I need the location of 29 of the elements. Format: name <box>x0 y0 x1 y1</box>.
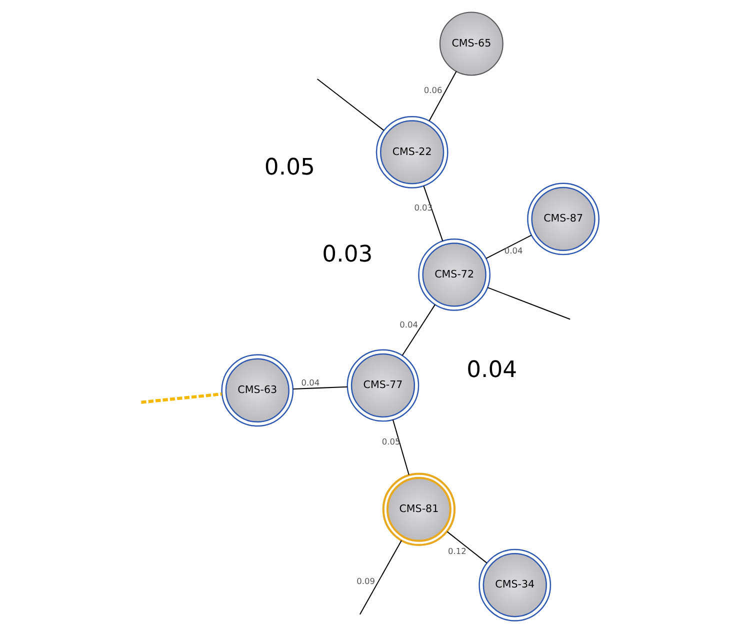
connector <box>140 392 222 404</box>
connector <box>422 186 443 242</box>
edge-label: 0.12 <box>448 546 466 556</box>
edge-label: 0.04 <box>504 245 522 256</box>
connector <box>292 386 347 390</box>
edge-label: 0.05 <box>381 436 400 447</box>
edge-label: 0.04 <box>300 377 320 388</box>
node-circle: CMS-72 <box>418 238 490 311</box>
label: 0.05 <box>264 154 314 181</box>
node-circle: CMS-22 <box>375 116 448 188</box>
connector <box>485 234 531 259</box>
label: 0.03 <box>322 241 372 268</box>
node-circle: CMS-81 <box>382 472 456 546</box>
edge-label: 0.04 <box>399 319 418 330</box>
node-circle: CMS-63 <box>220 354 294 427</box>
connector <box>446 531 487 564</box>
edge-label: 0.06 <box>423 85 442 96</box>
connector <box>487 287 570 320</box>
node-circle: CMS-77 <box>346 349 419 422</box>
node-circle: CMS-34 <box>478 548 551 622</box>
connector <box>401 304 435 356</box>
edge-label: 0.09 <box>356 576 374 586</box>
connector <box>392 420 409 476</box>
connector <box>316 78 384 131</box>
connector <box>358 540 402 615</box>
node-circle: CMS-65 <box>438 12 503 76</box>
node-circle: CMS-87 <box>526 182 599 256</box>
label: 0.04 <box>466 356 517 383</box>
connector <box>428 71 456 122</box>
